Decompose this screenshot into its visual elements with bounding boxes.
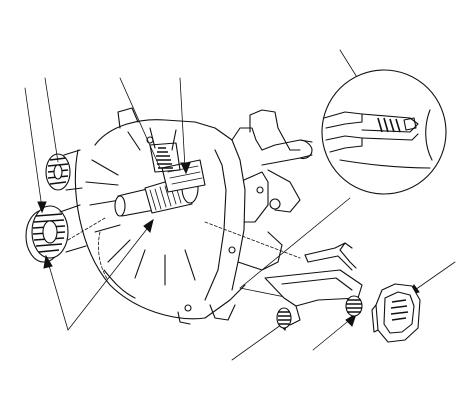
input-shaft [114,159,206,217]
release-bearing [25,204,87,263]
bearing-guide-collar [45,149,83,191]
release-fork [264,269,363,329]
exploded-view-lines [67,217,301,281]
transmission-housing [74,107,313,325]
fork-spring-clip [304,242,357,271]
fork-shaft [149,142,181,173]
detail-circle [321,69,447,195]
dust-boot [371,283,421,343]
